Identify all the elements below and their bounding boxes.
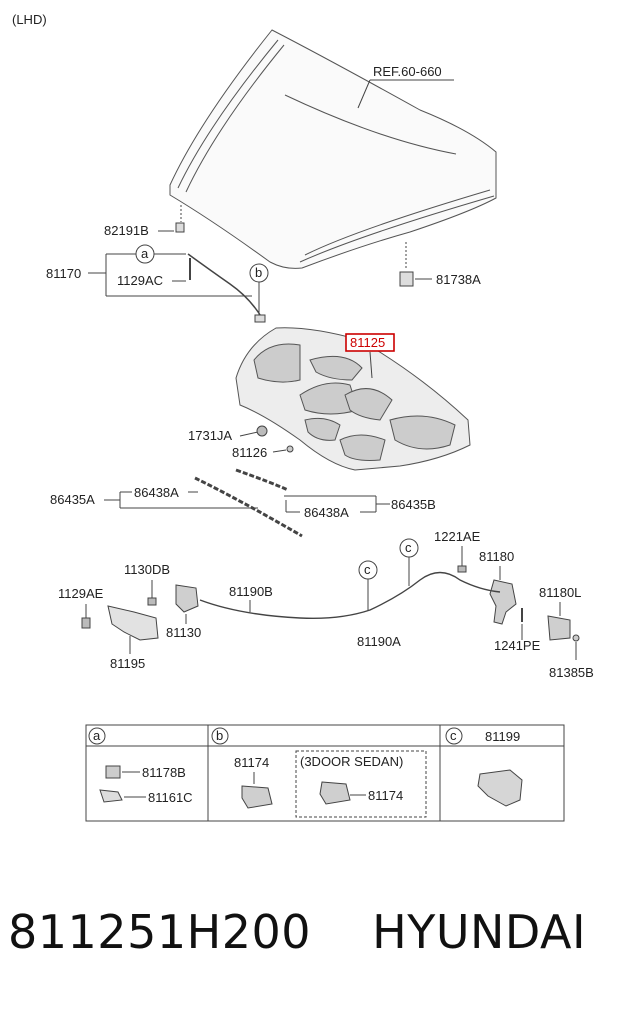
hood-latch-icon [175, 584, 199, 613]
hood-panel [169, 29, 497, 269]
part-1129AC: 1129AC [117, 273, 163, 288]
latch-lever-icon [547, 615, 571, 641]
callout-b-text: b [255, 265, 262, 280]
part-1221AE: 1221AE [434, 529, 481, 544]
part-86435B: 86435B [391, 497, 436, 512]
part-1241PE: 1241PE [494, 638, 541, 653]
latch-bracket-icon [107, 605, 159, 641]
part-86438A-top: 86438A [134, 485, 179, 500]
weatherstrip-a [194, 476, 303, 538]
legend-b-head: b [216, 728, 223, 743]
part-81170: 81170 [46, 266, 81, 281]
callout-a-text: a [141, 246, 149, 261]
hood-stay-rod [187, 253, 263, 319]
clip-icon [256, 425, 268, 437]
footer-brand: HYUNDAI [372, 905, 587, 959]
part-82191B: 82191B [104, 223, 149, 238]
part-81125: 81125 [350, 335, 385, 350]
hood-insulator [235, 327, 471, 471]
part-81738A: 81738A [436, 272, 481, 287]
weatherstrip-b [235, 468, 289, 492]
callout-c-2-text: c [364, 562, 371, 577]
legend-a-head: a [93, 728, 101, 743]
rod-holder-icon [241, 785, 273, 809]
highlight-box [345, 333, 395, 352]
part-1130DB: 1130DB [124, 562, 170, 577]
part-81126: 81126 [232, 445, 267, 460]
legend-a-part2: 81161C [148, 790, 193, 805]
part-81195: 81195 [110, 656, 145, 671]
part-81385B: 81385B [549, 665, 594, 680]
part-81180: 81180 [479, 549, 514, 564]
clip-81161C-icon [99, 789, 123, 803]
part-86435A: 86435A [50, 492, 95, 507]
hood-bumper-icon [399, 271, 414, 287]
legend-c-head: c [450, 728, 457, 743]
part-81180L: 81180L [539, 585, 581, 600]
parts-diagram: (LHD) REF.60-660 82191B 81170 a 1129AC b… [12, 12, 594, 822]
legend-c-part: 81199 [485, 729, 520, 744]
rubber-stop-icon [175, 222, 185, 233]
part-81130: 81130 [166, 625, 201, 640]
legend-table [85, 724, 565, 822]
ref-label: REF.60-660 [373, 64, 442, 79]
part-81190A: 81190A [357, 634, 401, 649]
legend-b-part1: 81174 [234, 755, 269, 770]
variant-label: (LHD) [12, 12, 47, 27]
rod-holder-sedan-icon [319, 781, 351, 805]
release-cable [199, 571, 501, 619]
clip-81178B-icon [105, 765, 121, 779]
part-1731JA: 1731JA [188, 428, 232, 443]
footer-part-number: 811251H200 [8, 905, 311, 959]
part-81190B: 81190B [229, 584, 273, 599]
legend-b-part2: 81174 [368, 788, 403, 803]
callout-c-1-text: c [405, 540, 412, 555]
part-86438A-bottom: 86438A [304, 505, 349, 520]
cable-clip-icon [477, 769, 523, 807]
legend-b-sub-title: (3DOOR SEDAN) [300, 754, 403, 769]
footer-part-line: 811251H200 HYUNDAI [8, 905, 614, 959]
release-handle-icon [489, 579, 517, 625]
legend-a-part1: 81178B [142, 765, 186, 780]
part-1129AE: 1129AE [58, 586, 104, 601]
